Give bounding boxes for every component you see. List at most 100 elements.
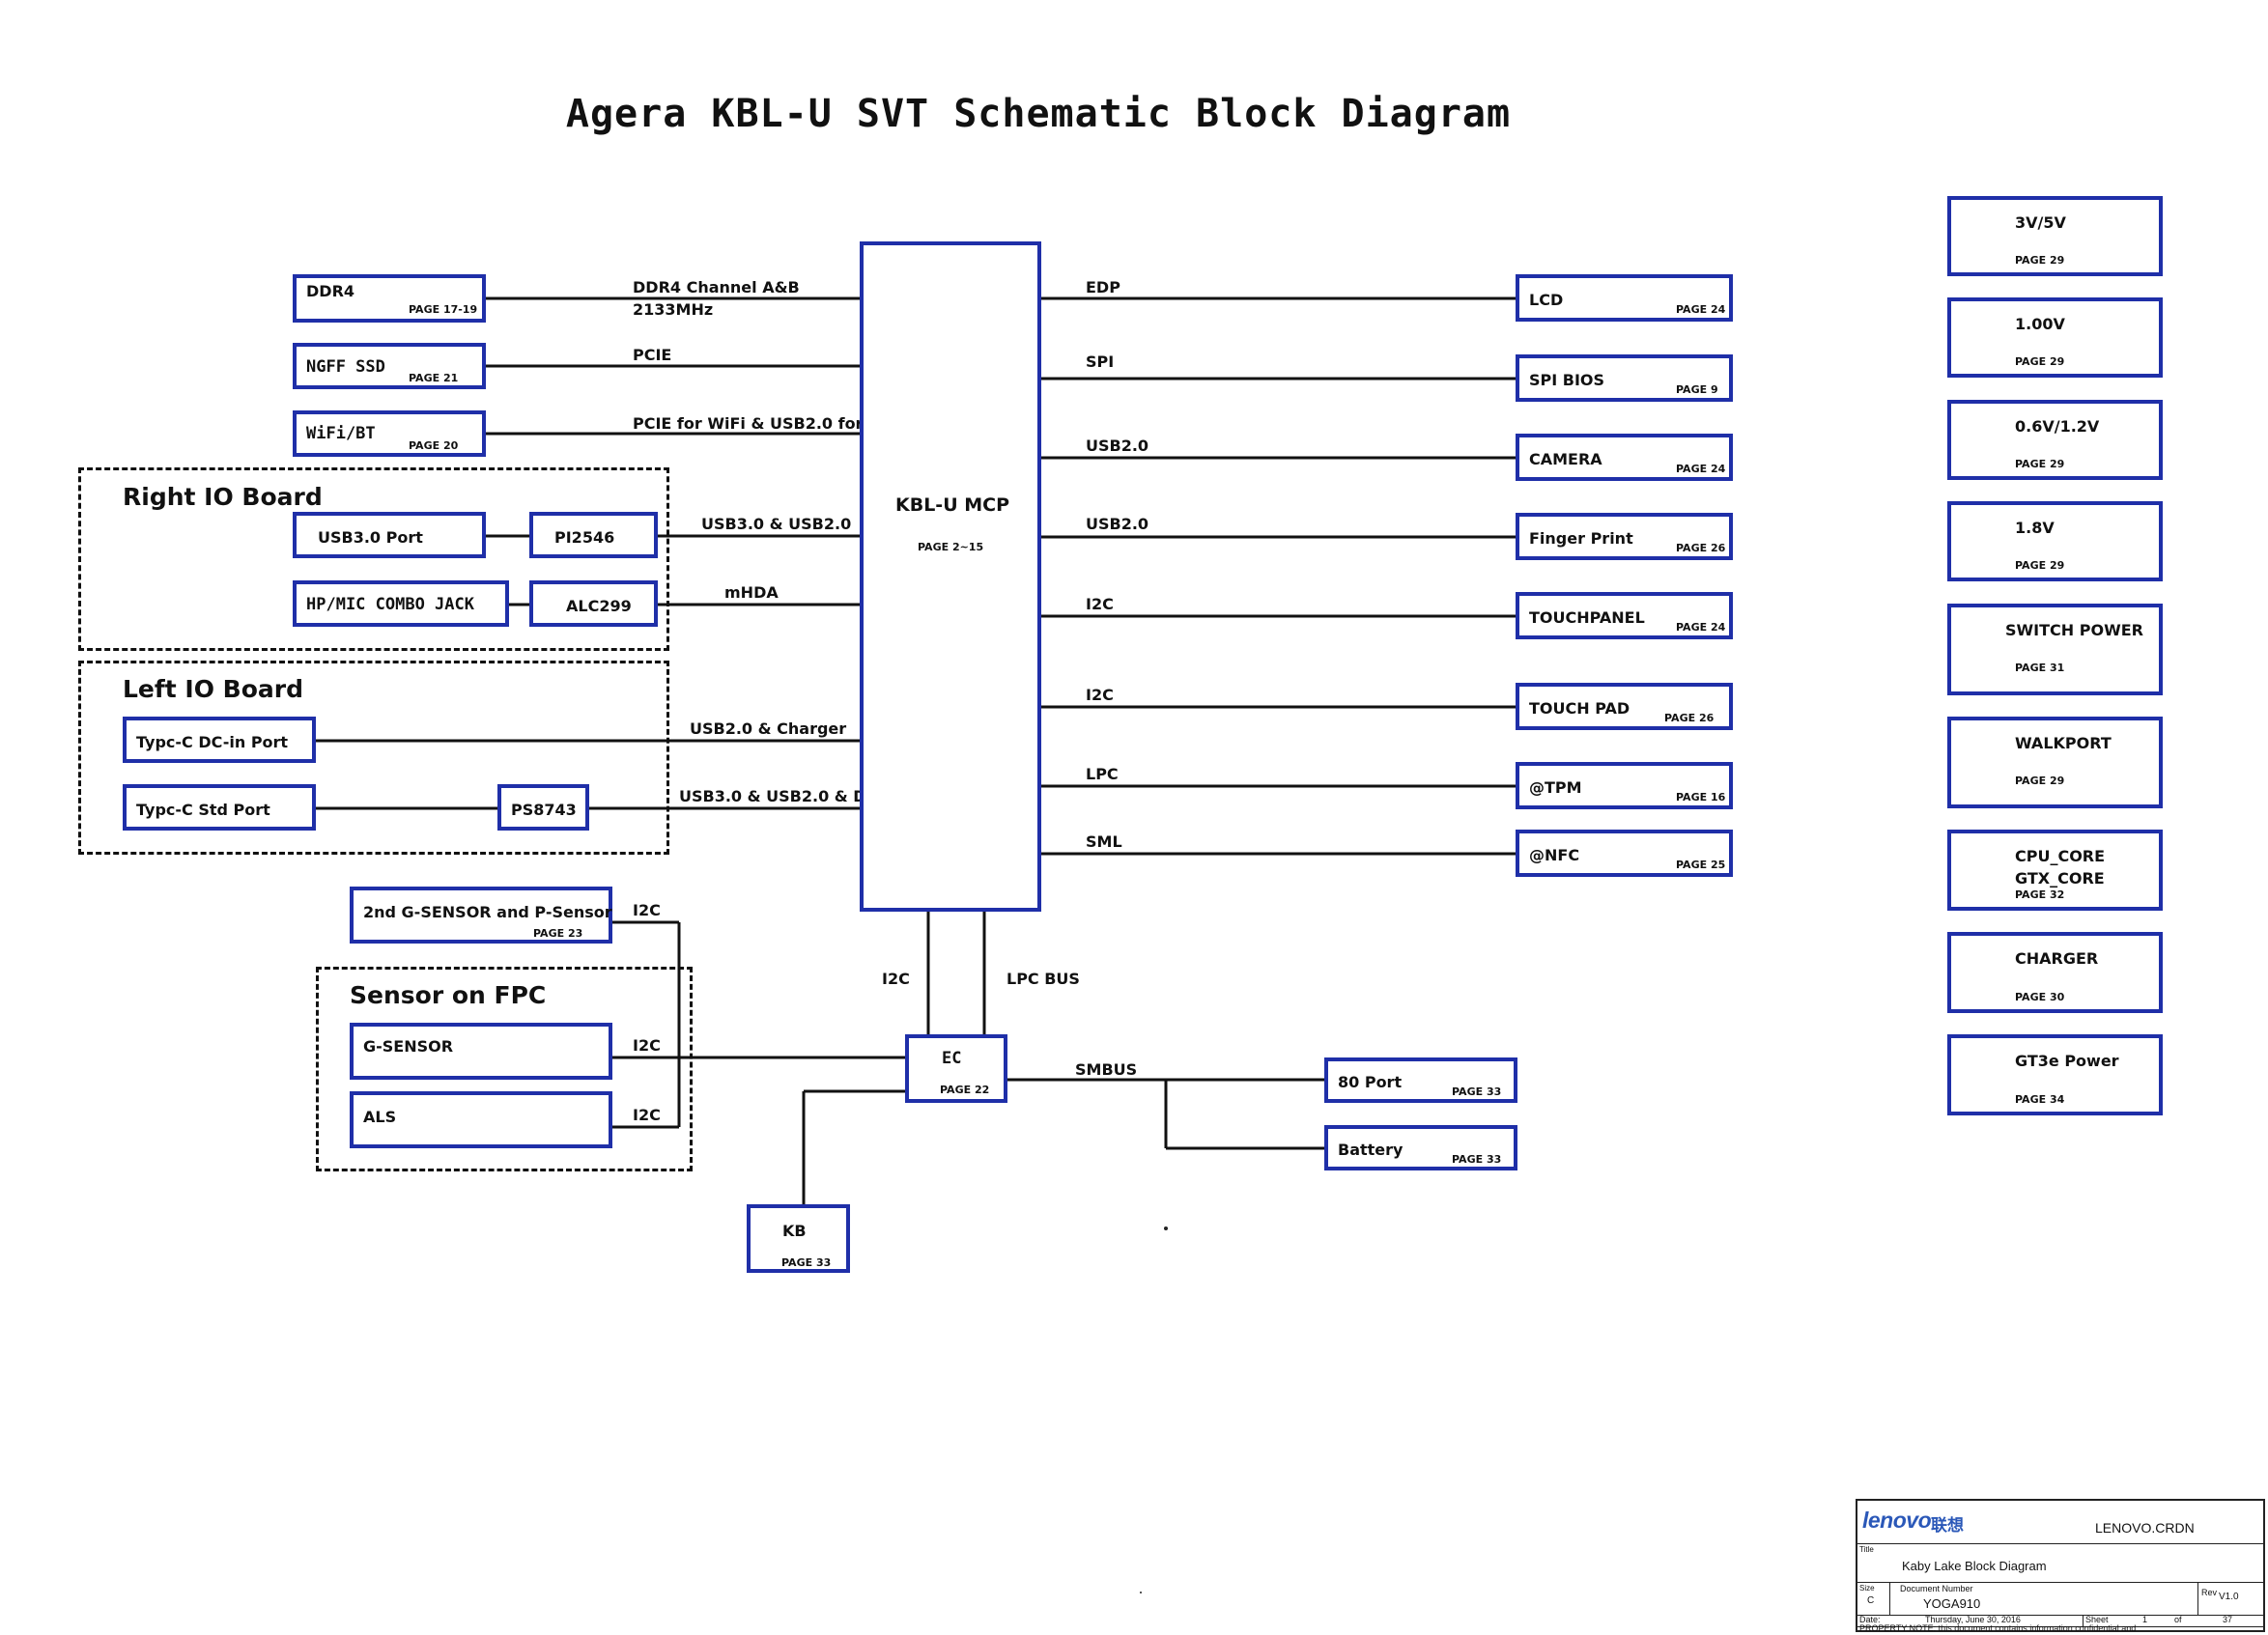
power-0v6-1v2-page: PAGE 29 — [2015, 458, 2065, 470]
typec-dc-in-label: Typc-C DC-in Port — [136, 733, 289, 751]
stray-dot — [1140, 1592, 1142, 1593]
date-label: Date: — [1859, 1615, 1881, 1624]
bus-usb30-usb20: USB3.0 & USB2.0 — [701, 515, 852, 533]
second-gsensor-box: 2nd G-SENSOR and P-Sensor PAGE 23 — [350, 887, 612, 944]
touch-pad-label: TOUCH PAD — [1529, 699, 1630, 718]
camera-box: CAMERA PAGE 24 — [1516, 434, 1733, 481]
bus-lpc: LPC — [1086, 765, 1119, 783]
lenovo-logo-cn: 联想 — [1931, 1516, 1964, 1535]
spi-bios-label: SPI BIOS — [1529, 371, 1605, 389]
wifi-bt-page: PAGE 20 — [409, 439, 459, 452]
bus-spi: SPI — [1086, 352, 1115, 371]
typec-std-box: Typc-C Std Port — [123, 784, 316, 831]
gsensor-label: G-SENSOR — [363, 1037, 454, 1056]
bus-ec-i2c: I2C — [882, 970, 910, 988]
cpu-page: PAGE 2~15 — [918, 541, 984, 553]
bus-ddr4: DDR4 Channel A&B — [633, 278, 800, 296]
ngff-ssd-box: NGFF SSD PAGE 21 — [293, 343, 486, 389]
sensor-fpc-group — [316, 967, 693, 1171]
power-charger-label: CHARGER — [2015, 949, 2099, 968]
touchpanel-box: TOUCHPANEL PAGE 24 — [1516, 592, 1733, 639]
bus-touchpad-i2c: I2C — [1086, 686, 1114, 704]
touchpanel-label: TOUCHPANEL — [1529, 608, 1645, 627]
bus-second-gsensor-i2c: I2C — [633, 901, 661, 919]
power-1v00-page: PAGE 29 — [2015, 355, 2065, 368]
ec-label: EC — [942, 1049, 962, 1068]
power-1v00: 1.00V PAGE 29 — [1947, 297, 2163, 378]
second-gsensor-label: 2nd G-SENSOR and P-Sensor — [363, 903, 612, 921]
spi-bios-box: SPI BIOS PAGE 9 — [1516, 354, 1733, 402]
power-3v5v-label: 3V/5V — [2015, 213, 2066, 232]
power-gt3e-label: GT3e Power — [2015, 1052, 2119, 1070]
rev-label: Rev — [2201, 1588, 2218, 1597]
title-block: lenovo 联想 LENOVO.CRDN Title Kaby Lake Bl… — [1856, 1499, 2265, 1633]
power-gtx-core-label: GTX_CORE — [2015, 869, 2105, 888]
typec-dc-in-box: Typc-C DC-in Port — [123, 717, 316, 763]
rev-value: V1.0 — [2219, 1592, 2239, 1602]
bus-usb-ddi: USB3.0 & USB2.0 & DDI — [679, 787, 885, 805]
nfc-box: @NFC PAGE 25 — [1516, 830, 1733, 877]
title-label: Title — [1859, 1545, 1874, 1554]
bus-touchpanel-i2c: I2C — [1086, 595, 1114, 613]
pi2546-label: PI2546 — [554, 528, 615, 547]
nfc-label: @NFC — [1529, 846, 1580, 864]
diagram-title: Agera KBL-U SVT Schematic Block Diagram — [565, 92, 1512, 136]
lcd-box: LCD PAGE 24 — [1516, 274, 1733, 322]
hp-mic-jack-box: HP/MIC COMBO JACK — [293, 580, 509, 627]
bus-ec-lpc: LPC BUS — [1006, 970, 1080, 988]
property-note: PROPERTY NOTE: this document contains in… — [1859, 1623, 2137, 1633]
bus-camera-usb20: USB2.0 — [1086, 437, 1149, 455]
document-title: Kaby Lake Block Diagram — [1902, 1559, 2047, 1573]
stray-dot — [1164, 1226, 1168, 1230]
power-1v8-label: 1.8V — [2015, 519, 2055, 537]
size-label: Size — [1859, 1584, 1875, 1593]
bus-mhda: mHDA — [724, 583, 779, 602]
gsensor-box: G-SENSOR — [350, 1023, 612, 1080]
power-gt3e-page: PAGE 34 — [2015, 1093, 2065, 1106]
battery-page: PAGE 33 — [1452, 1153, 1502, 1166]
power-switch-page: PAGE 31 — [2015, 662, 2065, 674]
nfc-page: PAGE 25 — [1676, 859, 1726, 871]
camera-page: PAGE 24 — [1676, 463, 1726, 475]
alc299-box: ALC299 — [529, 580, 658, 627]
ec-box: EC PAGE 22 — [905, 1034, 1007, 1103]
spi-bios-page: PAGE 9 — [1676, 383, 1718, 396]
battery-label: Battery — [1338, 1141, 1403, 1159]
power-1v00-label: 1.00V — [2015, 315, 2065, 333]
touchpanel-page: PAGE 24 — [1676, 621, 1726, 634]
port80-box: 80 Port PAGE 33 — [1324, 1057, 1517, 1103]
pi2546-box: PI2546 — [529, 512, 658, 558]
cpu-kbl-u-mcp: KBL-U MCP PAGE 2~15 — [860, 241, 1041, 912]
power-switch: SWITCH POWER PAGE 31 — [1947, 604, 2163, 695]
ngff-ssd-page: PAGE 21 — [409, 372, 459, 384]
lcd-page: PAGE 24 — [1676, 303, 1726, 316]
power-walkport: WALKPORT PAGE 29 — [1947, 717, 2163, 808]
als-label: ALS — [363, 1108, 397, 1126]
wifi-bt-label: WiFi/BT — [306, 424, 376, 443]
bus-als-i2c: I2C — [633, 1106, 661, 1124]
power-3v5v: 3V/5V PAGE 29 — [1947, 196, 2163, 276]
left-io-board-title: Left IO Board — [123, 675, 303, 703]
bus-gsensor-i2c: I2C — [633, 1036, 661, 1055]
docnum-label: Document Number — [1900, 1584, 1973, 1593]
power-0v6-1v2: 0.6V/1.2V PAGE 29 — [1947, 400, 2163, 480]
kb-label: KB — [782, 1222, 807, 1240]
bus-fingerprint-usb20: USB2.0 — [1086, 515, 1149, 533]
port80-label: 80 Port — [1338, 1073, 1403, 1091]
ngff-ssd-label: NGFF SSD — [306, 357, 385, 377]
bus-pcie-wifi: PCIE for WiFi & USB2.0 for BT — [633, 414, 892, 433]
power-3v5v-page: PAGE 29 — [2015, 254, 2065, 267]
touch-pad-page: PAGE 26 — [1664, 712, 1715, 724]
power-cpu-core-label: CPU_CORE — [2015, 847, 2106, 865]
finger-print-page: PAGE 26 — [1676, 542, 1726, 554]
port80-page: PAGE 33 — [1452, 1085, 1502, 1098]
ec-page: PAGE 22 — [940, 1084, 990, 1096]
ps8743-box: PS8743 — [497, 784, 589, 831]
docnum-value: YOGA910 — [1923, 1596, 1981, 1611]
tpm-box: @TPM PAGE 16 — [1516, 762, 1733, 809]
usb30-port-box: USB3.0 Port — [293, 512, 486, 558]
bus-usb20-charger: USB2.0 & Charger — [690, 719, 847, 738]
ddr4-box: DDR4 PAGE 17-19 — [293, 274, 486, 323]
usb30-port-label: USB3.0 Port — [318, 528, 423, 547]
